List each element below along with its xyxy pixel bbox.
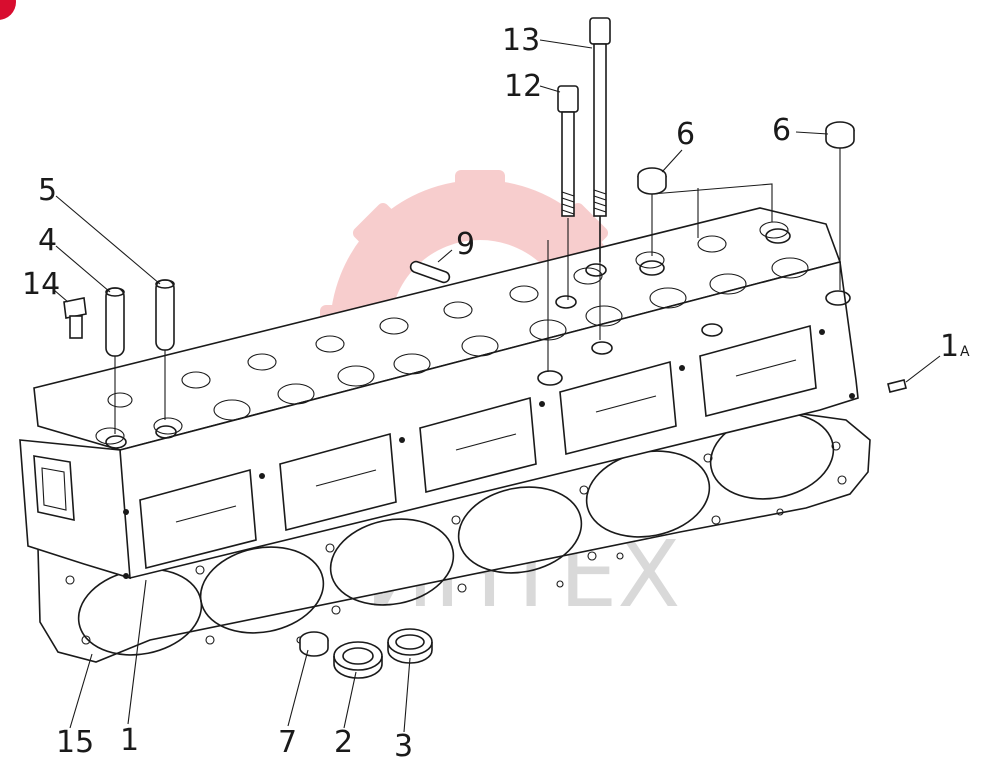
long-head-bolt xyxy=(589,17,611,340)
ring-3 xyxy=(387,628,433,664)
callout-6-right: 6 xyxy=(772,113,791,148)
short-head-bolt xyxy=(547,85,579,372)
cylinder-head xyxy=(19,207,859,580)
callout-9: 9 xyxy=(456,227,475,262)
dowel-pin-9 xyxy=(409,260,451,284)
callout-14: 14 xyxy=(22,267,60,302)
ring-2 xyxy=(333,641,383,679)
dowel-sleeve-4 xyxy=(105,287,125,434)
callout-13: 13 xyxy=(502,23,540,58)
callout-1a: 1 xyxy=(940,329,959,364)
callout-1: 1 xyxy=(120,723,139,758)
small-plug-1a xyxy=(887,379,907,393)
plug-6-right xyxy=(825,121,855,290)
dowel-sleeve-5 xyxy=(155,279,175,420)
plug-6-left xyxy=(637,167,667,256)
callout-3: 3 xyxy=(394,729,413,764)
callout-2: 2 xyxy=(334,725,353,760)
callout-15: 15 xyxy=(56,725,94,760)
corner-marker xyxy=(0,0,16,20)
callout-5: 5 xyxy=(38,173,57,208)
callout-7: 7 xyxy=(278,725,297,760)
callout-1a-suffix: A xyxy=(960,344,970,360)
callout-6-left: 6 xyxy=(676,117,695,152)
plug-7 xyxy=(299,631,329,657)
leader-lines xyxy=(53,39,941,733)
bolt-14 xyxy=(63,297,87,339)
callout-4: 4 xyxy=(38,223,57,258)
callout-12: 12 xyxy=(504,69,542,104)
